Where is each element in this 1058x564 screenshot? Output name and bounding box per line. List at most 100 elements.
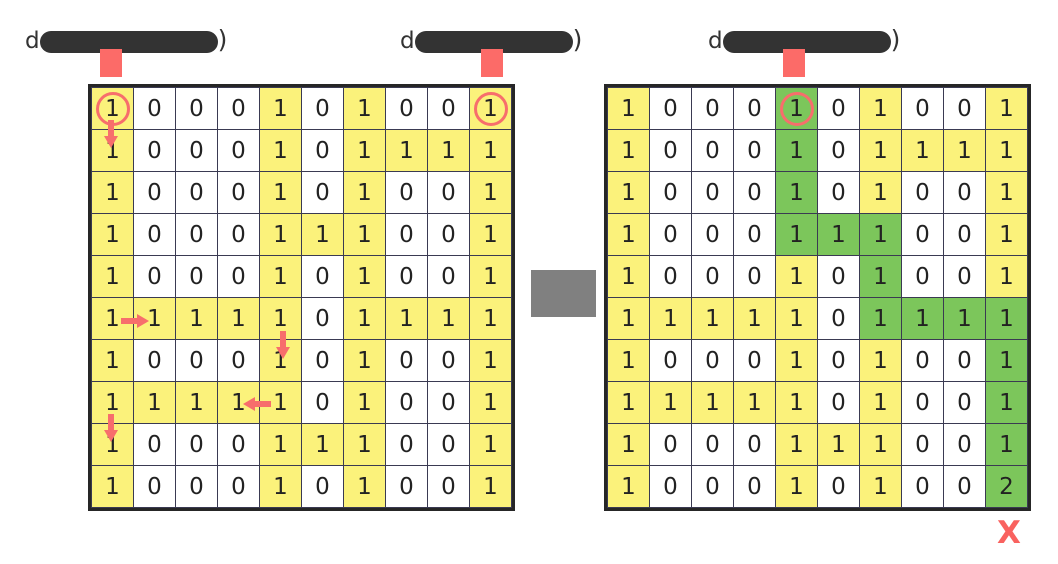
matrix-cell[interactable]: 0 (217, 423, 260, 466)
matrix-cell[interactable]: 1 (775, 87, 818, 130)
matrix-cell[interactable]: 0 (301, 465, 344, 508)
matrix-cell[interactable]: 1 (91, 297, 134, 340)
matrix-cell[interactable]: 1 (343, 213, 386, 256)
matrix-cell[interactable]: 1 (985, 339, 1028, 382)
matrix-cell[interactable]: 1 (385, 129, 428, 172)
matrix-cell[interactable]: 1 (901, 297, 944, 340)
matrix-cell[interactable]: 1 (775, 465, 818, 508)
matrix-cell[interactable]: 1 (259, 339, 302, 382)
matrix-cell[interactable]: 0 (301, 87, 344, 130)
matrix-cell[interactable]: 1 (91, 255, 134, 298)
matrix-cell[interactable]: 1 (343, 423, 386, 466)
matrix-cell[interactable]: 1 (649, 297, 692, 340)
matrix-cell[interactable]: 0 (133, 171, 176, 214)
matrix-cell[interactable]: 0 (943, 339, 986, 382)
matrix-cell[interactable]: 1 (301, 213, 344, 256)
matrix-cell[interactable]: 1 (691, 297, 734, 340)
matrix-cell[interactable]: 0 (217, 465, 260, 508)
matrix-cell[interactable]: 1 (343, 297, 386, 340)
matrix-cell[interactable]: 1 (343, 87, 386, 130)
matrix-cell[interactable]: 0 (301, 129, 344, 172)
matrix-cell[interactable]: 0 (691, 423, 734, 466)
matrix-cell[interactable]: 1 (469, 171, 512, 214)
matrix-cell[interactable]: 1 (817, 213, 860, 256)
matrix-cell[interactable]: 1 (985, 255, 1028, 298)
matrix-cell[interactable]: 0 (733, 171, 776, 214)
matrix-cell[interactable]: 0 (943, 171, 986, 214)
matrix-cell[interactable]: 1 (427, 297, 470, 340)
matrix-cell[interactable]: 1 (343, 381, 386, 424)
matrix-cell[interactable]: 1 (91, 339, 134, 382)
matrix-cell[interactable]: 0 (817, 87, 860, 130)
matrix-cell[interactable]: 0 (691, 213, 734, 256)
matrix-cell[interactable]: 0 (901, 87, 944, 130)
matrix-cell[interactable]: 0 (649, 129, 692, 172)
matrix-cell[interactable]: 0 (175, 423, 218, 466)
matrix-cell[interactable]: 1 (607, 465, 650, 508)
matrix-cell[interactable]: 1 (259, 465, 302, 508)
matrix-cell[interactable]: 0 (901, 339, 944, 382)
matrix-cell[interactable]: 1 (91, 87, 134, 130)
matrix-cell[interactable]: 1 (343, 129, 386, 172)
matrix-cell[interactable]: 1 (469, 87, 512, 130)
matrix-cell[interactable]: 0 (385, 87, 428, 130)
matrix-cell[interactable]: 1 (859, 423, 902, 466)
matrix-cell[interactable]: 1 (985, 297, 1028, 340)
matrix-cell[interactable]: 0 (649, 423, 692, 466)
matrix-cell[interactable]: 0 (691, 87, 734, 130)
matrix-cell[interactable]: 1 (859, 465, 902, 508)
matrix-cell[interactable]: 0 (385, 213, 428, 256)
matrix-cell[interactable]: 1 (469, 255, 512, 298)
matrix-cell[interactable]: 0 (649, 255, 692, 298)
matrix-cell[interactable]: 0 (943, 381, 986, 424)
matrix-cell[interactable]: 1 (691, 381, 734, 424)
matrix-cell[interactable]: 0 (175, 339, 218, 382)
matrix-cell[interactable]: 0 (175, 213, 218, 256)
matrix-cell[interactable]: 0 (427, 381, 470, 424)
matrix-cell[interactable]: 1 (469, 381, 512, 424)
matrix-cell[interactable]: 0 (649, 171, 692, 214)
matrix-cell[interactable]: 1 (343, 465, 386, 508)
matrix-cell[interactable]: 0 (427, 255, 470, 298)
matrix-cell[interactable]: 0 (901, 423, 944, 466)
matrix-cell[interactable]: 0 (175, 255, 218, 298)
matrix-cell[interactable]: 0 (733, 465, 776, 508)
matrix-cell[interactable]: 1 (775, 297, 818, 340)
matrix-cell[interactable]: 0 (649, 213, 692, 256)
matrix-cell[interactable]: 1 (469, 129, 512, 172)
matrix-cell[interactable]: 1 (859, 297, 902, 340)
matrix-cell[interactable]: 0 (427, 213, 470, 256)
matrix-cell[interactable]: 0 (427, 423, 470, 466)
matrix-cell[interactable]: 0 (217, 213, 260, 256)
matrix-cell[interactable]: 0 (385, 381, 428, 424)
matrix-cell[interactable]: 0 (691, 465, 734, 508)
matrix-cell[interactable]: 1 (859, 129, 902, 172)
matrix-cell[interactable]: 1 (607, 87, 650, 130)
matrix-cell[interactable]: 1 (607, 213, 650, 256)
matrix-cell[interactable]: 1 (859, 87, 902, 130)
matrix-cell[interactable]: 0 (133, 465, 176, 508)
matrix-cell[interactable]: 1 (817, 423, 860, 466)
matrix-cell[interactable]: 1 (607, 297, 650, 340)
matrix-cell[interactable]: 1 (607, 171, 650, 214)
matrix-cell[interactable]: 1 (343, 339, 386, 382)
matrix-cell[interactable]: 0 (649, 465, 692, 508)
matrix-cell[interactable]: 1 (775, 129, 818, 172)
matrix-cell[interactable]: 0 (943, 255, 986, 298)
matrix-cell[interactable]: 0 (733, 87, 776, 130)
matrix-cell[interactable]: 0 (733, 129, 776, 172)
matrix-cell[interactable]: 1 (259, 171, 302, 214)
matrix-cell[interactable]: 1 (175, 297, 218, 340)
matrix-cell[interactable]: 1 (217, 381, 260, 424)
matrix-cell[interactable]: 0 (133, 255, 176, 298)
matrix-cell[interactable]: 0 (901, 255, 944, 298)
matrix-cell[interactable]: 1 (733, 381, 776, 424)
matrix-cell[interactable]: 0 (217, 129, 260, 172)
matrix-cell[interactable]: 0 (733, 255, 776, 298)
matrix-cell[interactable]: 0 (901, 171, 944, 214)
matrix-cell[interactable]: 0 (817, 381, 860, 424)
matrix-cell[interactable]: 1 (607, 423, 650, 466)
matrix-cell[interactable]: 0 (385, 171, 428, 214)
